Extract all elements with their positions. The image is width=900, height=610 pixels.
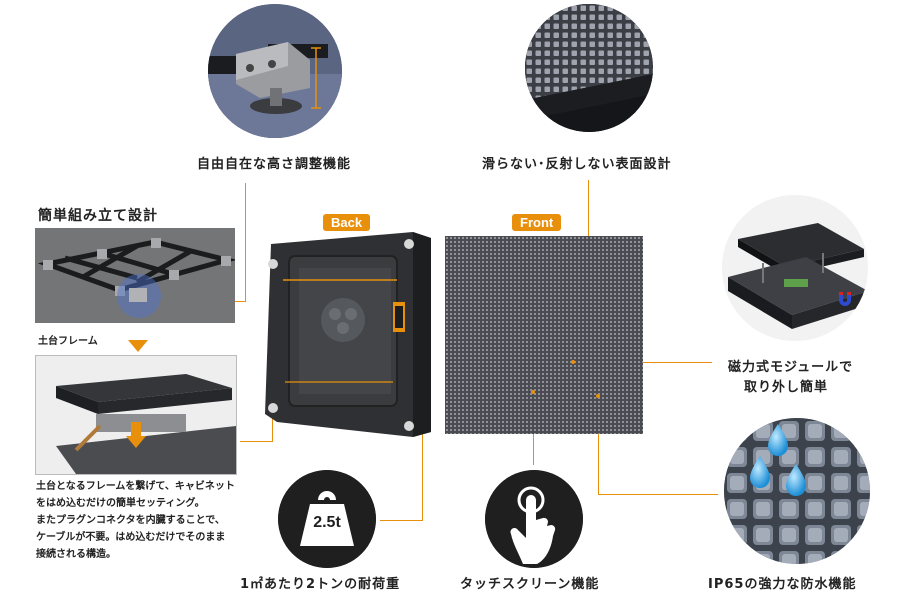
waterproof-label: IP65の強力な防水機能 xyxy=(708,577,857,592)
connector-line xyxy=(272,418,273,442)
connector-line xyxy=(598,395,599,495)
magnetic-module-label-1: 磁力式モジュールで xyxy=(728,360,854,375)
anti-slip-label: 滑らない･反射しない表面設計 xyxy=(482,157,672,172)
assembly-note-2: をはめ込むだけの簡単セッティング。 xyxy=(36,498,205,509)
back-tag: Back xyxy=(323,214,371,231)
waterproof-photo xyxy=(724,418,870,564)
assembly-note-4: ケーブルが不要。はめ込むだけでそのまま xyxy=(36,532,226,543)
magnet-icon xyxy=(836,290,854,308)
touch-badge xyxy=(485,470,583,568)
height-adjust-label: 自由自在な高さ調整機能 xyxy=(197,157,352,172)
load-capacity-label: 1㎡あたり2トンの耐荷重 xyxy=(240,577,401,592)
magnetic-module-photo xyxy=(722,195,868,341)
base-frame-photo xyxy=(35,228,235,323)
assembly-note-3: またプラグンコネクタを内臓することで、 xyxy=(36,515,225,526)
cabinet-install-photo xyxy=(35,355,237,475)
weight-value: 2.5t xyxy=(313,514,341,531)
front-tag: Front xyxy=(512,214,562,231)
base-frame-label: 土台フレーム xyxy=(38,336,98,347)
height-adjust-photo xyxy=(208,4,342,138)
assembly-note-5: 接続される構造。 xyxy=(36,549,116,560)
assembly-note-1: 土台となるフレームを繋げて、キャビネット xyxy=(36,481,235,492)
back-panel-photo xyxy=(263,232,435,437)
touch-screen-label: タッチスクリーン機能 xyxy=(460,577,600,592)
connector-line xyxy=(245,183,246,301)
connector-line xyxy=(422,420,423,520)
connector-line xyxy=(240,441,272,442)
connector-line xyxy=(380,520,423,521)
weight-icon xyxy=(318,491,336,500)
water-drop-icon xyxy=(768,424,788,456)
front-panel-photo xyxy=(445,236,643,434)
load-capacity-badge xyxy=(278,470,376,568)
down-arrow-icon xyxy=(128,340,148,352)
easy-assembly-title: 簡単組み立て設計 xyxy=(38,208,158,224)
connector-line xyxy=(598,494,718,495)
surface-photo xyxy=(525,4,653,132)
touch-hand-icon xyxy=(510,486,556,564)
magnetic-module-label-2: 取り外し簡単 xyxy=(744,380,829,395)
